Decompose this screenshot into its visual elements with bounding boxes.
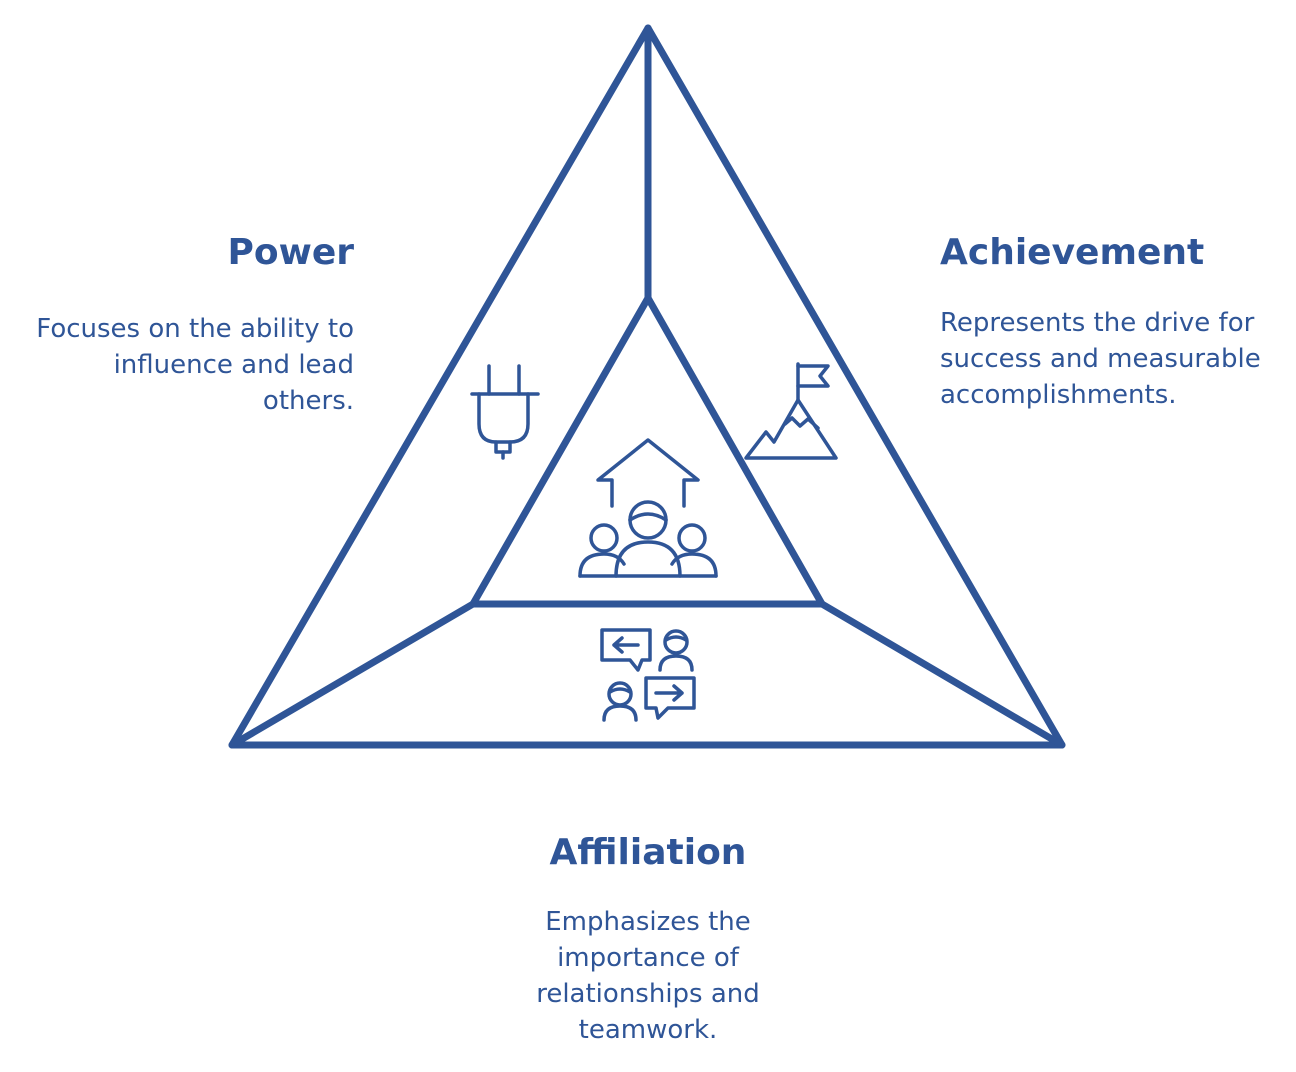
connector-lines: [228, 24, 1066, 749]
inner-triangle: [469, 294, 826, 608]
conversation-icon: [600, 628, 696, 722]
power-plug-icon: [470, 364, 540, 460]
achievement-title: Achievement: [940, 232, 1205, 273]
mountain-flag-icon: [744, 362, 838, 460]
outer-triangle: [228, 24, 1066, 749]
achievement-description: Represents the drive for success and mea…: [940, 308, 1261, 410]
team-growth-icon: [578, 438, 718, 578]
affiliation-title: Affiliation: [549, 832, 747, 873]
affiliation-description: Emphasizes the importance of relationshi…: [536, 907, 760, 1045]
power-description: Focuses on the ability to influence and …: [36, 314, 354, 416]
power-title: Power: [227, 232, 354, 273]
